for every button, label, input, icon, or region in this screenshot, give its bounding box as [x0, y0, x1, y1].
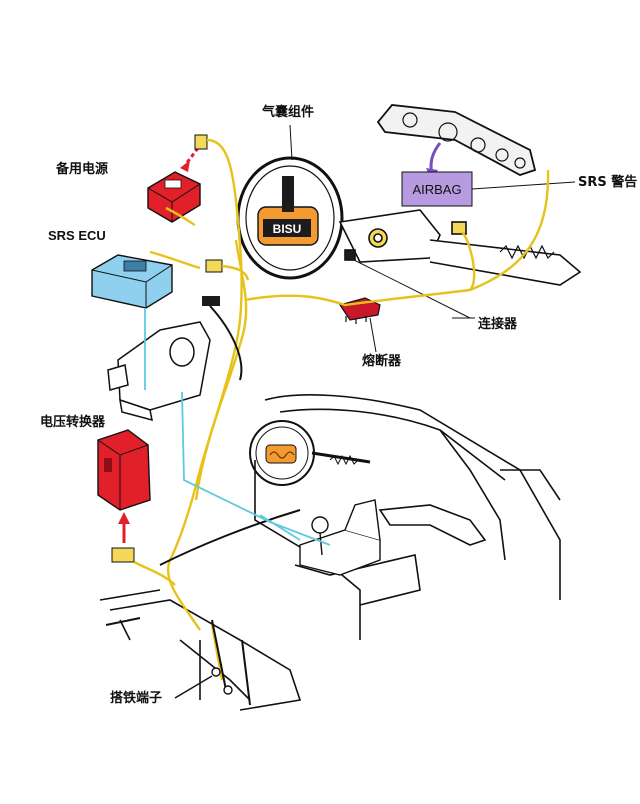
- voltage-converter-unit: [97, 429, 151, 511]
- fuse-leader: [369, 317, 377, 353]
- label-srs-ecu: SRS ECU: [48, 228, 106, 243]
- label-voltage-converter: 电压转换器: [40, 415, 106, 430]
- yellow-harness: [133, 138, 550, 681]
- voltage-converter-arrow: [118, 512, 130, 543]
- in-car-steering-wheel: [249, 420, 371, 486]
- label-fuse: 熔断器: [362, 354, 402, 369]
- label-srs-warning: SRS 警告: [578, 175, 638, 190]
- srs-ecu-box: [91, 254, 173, 309]
- airbag-warning-box: [401, 171, 473, 207]
- converter-connector: [111, 547, 135, 563]
- srs-warning-leader: [471, 181, 576, 190]
- steering-column: [338, 209, 582, 319]
- label-connector: 连接器: [478, 317, 518, 332]
- label-airbag-module: 气囊组件: [262, 105, 315, 120]
- backup-power-arrow: [180, 147, 200, 172]
- airbag-warning-text: AIRBAG: [412, 182, 461, 197]
- backup-power-unit: [147, 171, 201, 223]
- steering-wheel: BISU: [236, 124, 344, 280]
- label-ground-terminal: 搭铁端子: [110, 691, 163, 706]
- mounting-bracket: [107, 321, 211, 422]
- airbag-module-leader: [289, 124, 293, 161]
- black-harness: [105, 305, 301, 706]
- backup-power-connector: [194, 134, 208, 150]
- shifter-assembly: [299, 499, 381, 576]
- instrument-cluster: [376, 104, 537, 176]
- label-backup-power: 备用电源: [56, 162, 109, 177]
- ground-terminal: [174, 667, 233, 699]
- signal-lines: [144, 308, 331, 546]
- ecu-ground-connector: [202, 296, 220, 306]
- ecu-connector: [205, 259, 223, 273]
- airbag-hub-text: BISU: [273, 222, 302, 236]
